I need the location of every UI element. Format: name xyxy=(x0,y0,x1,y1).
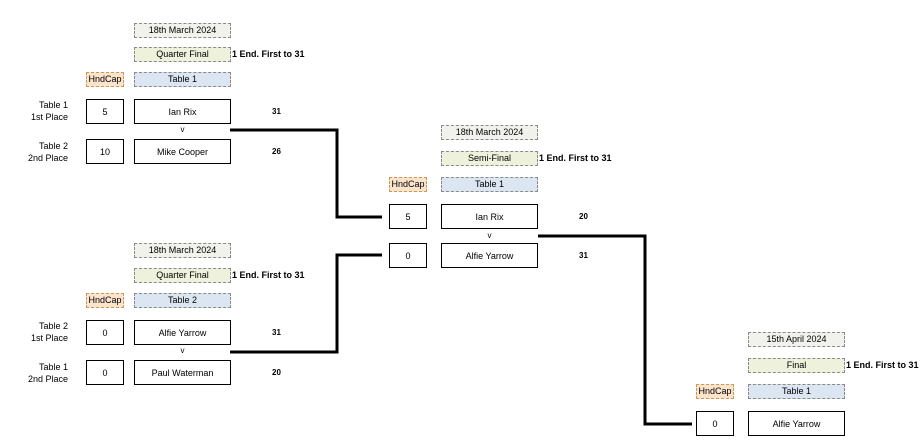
qf2-versus: v xyxy=(180,346,185,355)
sf-p2-name: Alfie Yarrow xyxy=(441,243,538,268)
qf1-p2-name: Mike Cooper xyxy=(134,139,231,164)
qf1-p2-score: 26 xyxy=(272,147,281,156)
qf2-hndcap-header: HndCap xyxy=(86,293,124,308)
final-stage: Final xyxy=(748,358,845,373)
connector-sf-to-final xyxy=(538,234,692,426)
connector-qf1-to-sf xyxy=(230,128,382,219)
qf2-p2-place-table: Table 1 xyxy=(38,362,68,372)
qf2-p2-score: 20 xyxy=(272,368,281,377)
qf1-p1-name: Ian Rix xyxy=(134,99,231,124)
qf2-p1-place: Table 2 1st Place xyxy=(10,320,68,344)
sf-p2-hndcap: 0 xyxy=(389,243,427,268)
final-date: 15th April 2024 xyxy=(748,332,845,347)
qf1-p2-hndcap: 10 xyxy=(86,139,124,164)
qf2-p2-place: Table 1 2nd Place xyxy=(10,361,68,385)
final-format: 1 End. First to 31 xyxy=(846,360,919,370)
qf1-p1-score: 31 xyxy=(272,107,281,116)
qf2-format: 1 End. First to 31 xyxy=(232,270,305,280)
qf1-stage: Quarter Final xyxy=(134,47,231,62)
qf2-p2-hndcap: 0 xyxy=(86,360,124,385)
sf-p2-score: 31 xyxy=(579,251,588,260)
sf-versus: v xyxy=(487,231,492,240)
sf-p1-score: 20 xyxy=(579,212,588,221)
qf2-p2-name: Paul Waterman xyxy=(134,360,231,385)
sf-p1-name: Ian Rix xyxy=(441,204,538,229)
qf2-p1-place-rank: 1st Place xyxy=(30,333,68,343)
final-table: Table 1 xyxy=(748,384,845,399)
qf2-p1-place-table: Table 2 xyxy=(38,321,68,331)
qf1-table: Table 1 xyxy=(134,72,231,87)
qf1-p1-place-table: Table 1 xyxy=(38,100,68,110)
qf1-hndcap-header: HndCap xyxy=(86,72,124,87)
qf1-versus: v xyxy=(180,125,185,134)
qf1-format: 1 End. First to 31 xyxy=(232,49,305,59)
qf2-p2-place-rank: 2nd Place xyxy=(27,374,68,384)
sf-stage: Semi-Final xyxy=(441,151,538,166)
sf-hndcap-header: HndCap xyxy=(389,177,427,192)
connector-qf2-to-sf xyxy=(230,253,382,354)
qf1-p1-place-rank: 1st Place xyxy=(30,112,68,122)
sf-table: Table 1 xyxy=(441,177,538,192)
qf1-p2-place-rank: 2nd Place xyxy=(27,153,68,163)
qf2-p1-score: 31 xyxy=(272,328,281,337)
qf1-p1-hndcap: 5 xyxy=(86,99,124,124)
qf2-p1-name: Alfie Yarrow xyxy=(134,320,231,345)
final-hndcap-header: HndCap xyxy=(696,384,734,399)
qf2-table: Table 2 xyxy=(134,293,231,308)
final-winner-name: Alfie Yarrow xyxy=(748,411,845,436)
qf1-p2-place: Table 2 2nd Place xyxy=(10,140,68,164)
sf-format: 1 End. First to 31 xyxy=(539,153,612,163)
qf1-date: 18th March 2024 xyxy=(134,23,231,38)
qf2-p1-hndcap: 0 xyxy=(86,320,124,345)
qf1-p1-place: Table 1 1st Place xyxy=(10,99,68,123)
qf2-stage: Quarter Final xyxy=(134,268,231,283)
sf-p1-hndcap: 5 xyxy=(389,204,427,229)
sf-date: 18th March 2024 xyxy=(441,125,538,140)
qf2-date: 18th March 2024 xyxy=(134,243,231,258)
qf1-p2-place-table: Table 2 xyxy=(38,141,68,151)
final-winner-hndcap: 0 xyxy=(696,411,734,436)
